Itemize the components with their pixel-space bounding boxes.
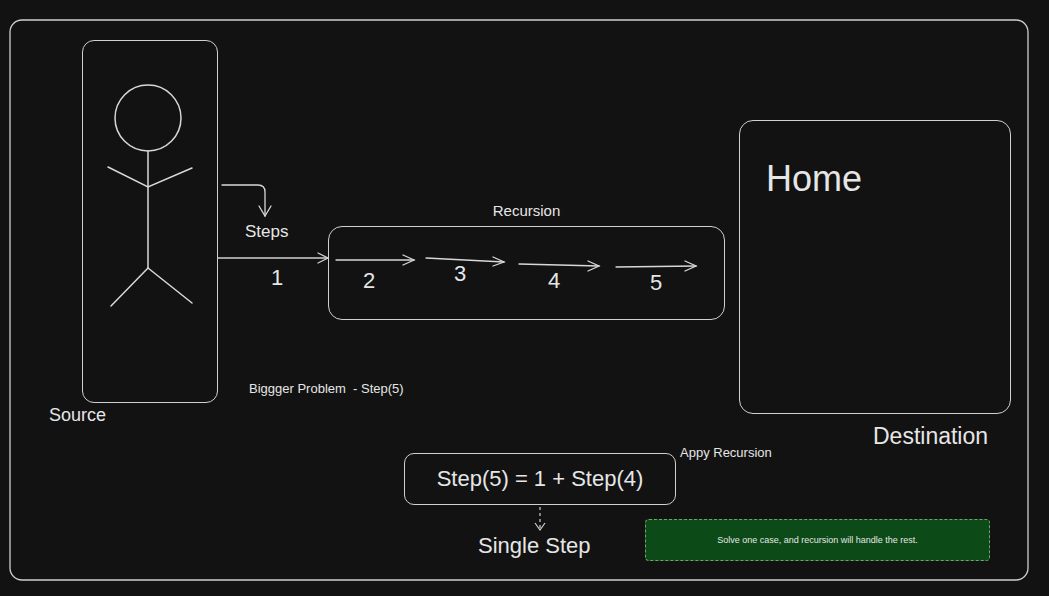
formula-text: Step(5) = 1 + Step(4) (437, 466, 644, 492)
home-heading: Home (766, 157, 862, 200)
stick-figure (108, 85, 192, 306)
step-number: 2 (363, 268, 375, 294)
note-box: Solve one case, and recursion will handl… (645, 519, 990, 561)
steps-label: Steps (245, 222, 288, 242)
note-text: Solve one case, and recursion will handl… (717, 535, 918, 546)
dashed-leader (535, 507, 545, 530)
single-step-label: Single Step (478, 533, 591, 559)
problem-note: Biggger Problem - Step(5) (249, 381, 404, 397)
step-number: 1 (271, 265, 283, 291)
recursion-box: Recursion (328, 226, 725, 320)
destination-box: HomeDestination (739, 120, 1011, 414)
step-arrows (336, 255, 696, 271)
hand-arrow (222, 185, 271, 216)
step-number: 4 (548, 268, 560, 294)
step-number: 5 (650, 270, 662, 296)
formula-box: Step(5) = 1 + Step(4) (404, 453, 676, 505)
destination-label: Destination (873, 423, 988, 451)
source-label: Source (49, 405, 106, 427)
step-number: 3 (454, 261, 466, 287)
source-box: Source (82, 40, 218, 403)
recursion-heading: Recursion (329, 202, 724, 220)
apply-note: Appy Recursion (680, 445, 772, 461)
outer-frame (10, 20, 1028, 580)
flow-arrow (218, 253, 328, 263)
